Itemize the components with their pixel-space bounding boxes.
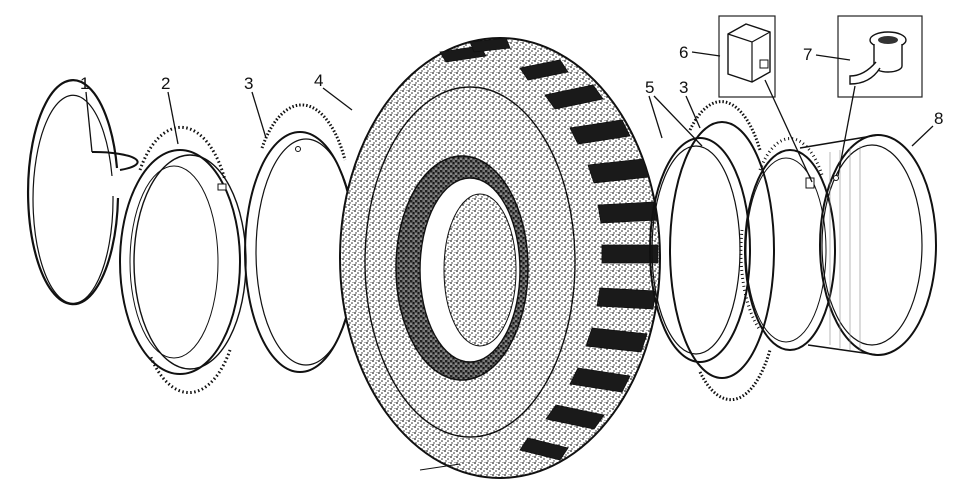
callout-labels: 1 2 3 4 5 3 6 7 8 bbox=[80, 43, 943, 128]
part-3-bead-ring-right bbox=[669, 100, 775, 402]
part-6-inset bbox=[718, 15, 776, 98]
callout-4: 4 bbox=[314, 71, 323, 90]
callout-2: 2 bbox=[161, 74, 170, 93]
callout-8: 8 bbox=[934, 109, 943, 128]
callout-1: 1 bbox=[80, 74, 89, 93]
callout-3-right: 3 bbox=[679, 78, 688, 97]
callout-6: 6 bbox=[679, 43, 688, 62]
part-5-seal-ring bbox=[649, 137, 751, 363]
part-1-lock-ring bbox=[26, 79, 139, 306]
callout-3-left: 3 bbox=[244, 74, 253, 93]
part-3-bead-ring-left bbox=[244, 103, 357, 373]
part-8-rim bbox=[739, 134, 937, 356]
leader-lines bbox=[85, 51, 934, 183]
callout-5: 5 bbox=[645, 78, 654, 97]
part-4-tyre bbox=[339, 37, 661, 479]
part-2-side-ring bbox=[119, 125, 247, 395]
callout-7: 7 bbox=[803, 45, 812, 64]
part-7-inset bbox=[837, 15, 923, 98]
